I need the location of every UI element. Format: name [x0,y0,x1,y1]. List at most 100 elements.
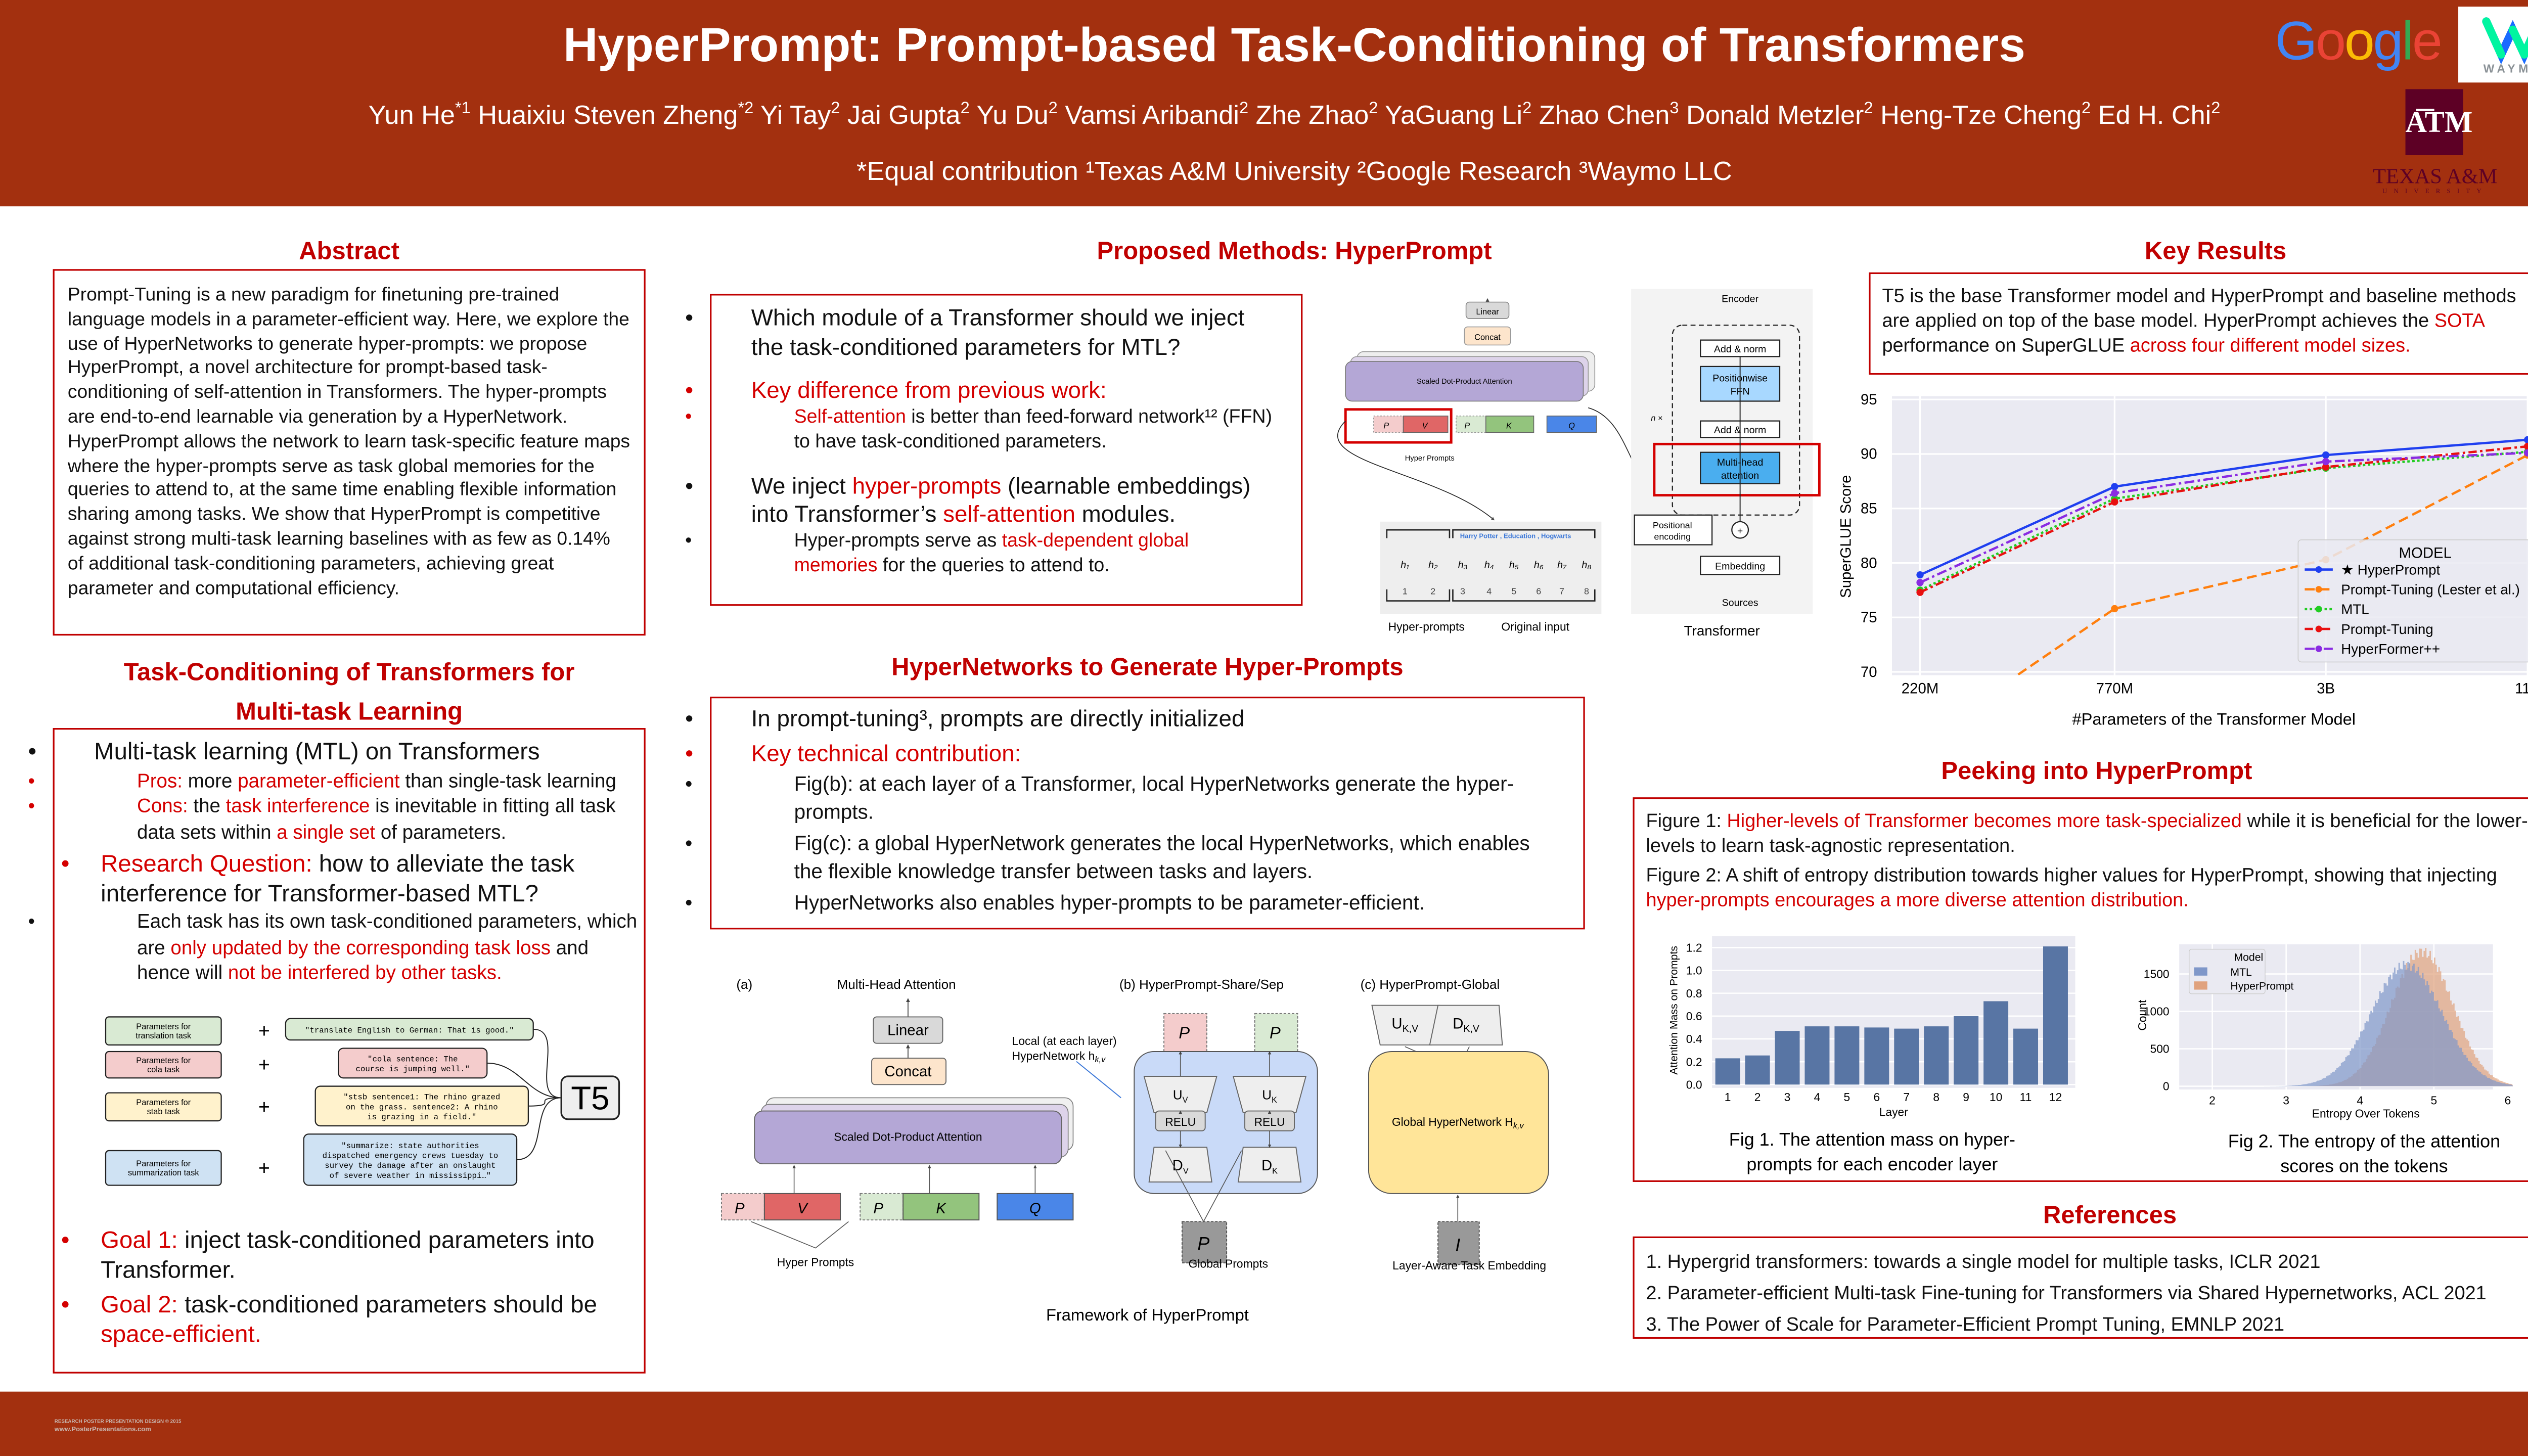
text-run: while it is beneficial for the lower-lev… [1646,810,2528,857]
text-run: Figure 1: [1646,810,1727,832]
y-tick-label: 0.4 [1686,1032,1702,1045]
dkv-label: DK,V [1453,1015,1479,1034]
mtl-item: Multi-task learning (MTL) on Transformer… [28,740,644,768]
hypernets-box: In prompt-tuning³, prompts are directly … [685,696,1585,930]
y-tick-label: 500 [2150,1042,2169,1056]
linear-box [1465,301,1510,320]
x-tick-label: 7 [1903,1090,1910,1104]
hidden-state-label: h₅ [1509,559,1519,570]
positional-encoding-label: encoding [1654,532,1691,542]
bar [1834,1026,1860,1085]
data-point [2524,442,2528,450]
highlight-text: Research Question: [101,851,312,879]
q-label: Q [1029,1200,1041,1217]
x-tick-label: 4 [1814,1090,1821,1104]
highlight-text: Goal 1: [101,1228,178,1255]
rq-sub-item: Each task has its own task-conditioned p… [28,909,644,986]
task-input-text: course is jumping well." [356,1065,470,1074]
legend-marker [2315,645,2322,652]
series-line [1919,445,2528,594]
legend-marker [2315,586,2322,593]
task-parameter-box [105,1092,222,1122]
text-run: Figure 2: A shift of entropy distributio… [1646,865,2497,887]
y-tick-label: 0 [2163,1080,2170,1093]
research-question-item: Research Question: how to alleviate the … [61,851,644,909]
k-label: K [1506,421,1512,430]
task-parameter-label: Parameters for [136,1022,191,1031]
y-tick-label: 80 [1861,555,1877,571]
peeking-heading: Peeking into HyperPrompt [1941,757,2252,786]
highlight-text: Key technical contribution: [751,739,1021,765]
position-label: 8 [1584,586,1589,597]
highlight-text: SOTA [2434,310,2484,332]
task-input-text: survey the damage after an onslaught [325,1161,495,1170]
framework-figure: (a) Multi-Head Attention Linear Concat S… [720,977,1549,1324]
fig2-caption: scores on the tokens [2280,1155,2448,1176]
global-hypernetwork-box [1368,1051,1549,1194]
task-parameter-label: Parameters for [136,1098,191,1107]
bar [1715,1058,1740,1085]
highlight-text: hyper-prompts [852,471,1002,498]
abstract-box: Prompt-Tuning is a new paradigm for fine… [53,269,646,636]
task-input-text: "summarize: state authorities [341,1142,479,1151]
hidden-state-label: h₆ [1534,559,1544,570]
y-tick-label: 1.0 [1686,964,1702,977]
data-point [1916,588,1924,596]
y-tick-label: 1.2 [1686,941,1702,954]
waymo-w-icon [2482,17,2528,65]
sources-label: Sources [1722,597,1758,608]
legend-label: HyperPrompt [2230,981,2293,992]
task-input-text: of severe weather in mississippi…" [330,1171,491,1180]
local-hypernetwork-label: HyperNetwork hk,v [1012,1049,1106,1064]
inject-item: We inject hyper-prompts (learnable embed… [685,471,1279,529]
task-parameter-label: Parameters for [136,1159,191,1168]
methods-box: Which module of a Transformer should we … [685,294,1303,606]
task-parameter-box [105,1051,222,1079]
y-tick-label: 1500 [2144,968,2170,981]
google-logo: Google [2275,10,2443,71]
x-tick-label: 6 [2505,1094,2511,1107]
up-projection-shape [1232,1076,1307,1113]
data-point [2524,436,2528,444]
data-point [2111,605,2118,613]
legend-marker [2315,606,2322,613]
panel-c-title: (c) HyperPrompt-Global [1361,977,1500,992]
y-tick-label: 85 [1861,500,1877,517]
task-cond-heading-2: Multi-task Learning [236,698,463,726]
bar [1894,1028,1919,1085]
legend-label: HyperFormer++ [2341,641,2440,657]
task-parameter-label: Parameters for [136,1056,191,1065]
results-box: T5 is the base Transformer model and Hyp… [1869,272,2528,375]
up-projection-shape [1143,1076,1217,1113]
add-icon: + [1737,525,1743,536]
bar [1864,1027,1889,1085]
position-label: 3 [1460,586,1465,597]
fig-b-item: Fig(b): at each layer of a Transformer, … [685,771,1553,827]
highlight-text: Pros: [137,768,183,792]
y-tick-label: 0.2 [1686,1055,1702,1068]
fig1-caption: prompts for each encoder layer [1746,1154,1998,1174]
position-label: 4 [1486,586,1492,597]
hidden-state-label: h₈ [1582,559,1591,570]
text-run: Fig(c): a global HyperNetwork generates … [794,832,1530,883]
x-tick-label: 5 [2431,1094,2437,1107]
tamu-wordmark: TEXAS A&M [2373,163,2498,189]
original-input-caption: Original input [1501,620,1569,633]
bar [2013,1028,2039,1085]
legend-title: MODEL [2399,545,2452,562]
text-run: (learnable embeddings) into Transformer’… [751,471,1251,527]
x-tick-label: 8 [1933,1090,1939,1104]
task-parameter-box [105,1150,222,1186]
hidden-state-label: h₁ [1401,559,1409,570]
task-embedding-label: I [1455,1235,1460,1255]
global-hypernetwork-label: Global HyperNetwork Hk,v [1392,1115,1524,1130]
x-tick-label: 11B [2515,680,2528,697]
x-tick-label: 10 [1990,1090,2002,1104]
x-tick-label: 3 [1784,1090,1791,1104]
text-run: Which module of a Transformer should we … [751,303,1245,359]
data-point [2111,489,2118,497]
pv-label: P [735,1200,745,1217]
layer-aware-task-embedding-label: Layer-Aware Task Embedding [1392,1259,1546,1272]
